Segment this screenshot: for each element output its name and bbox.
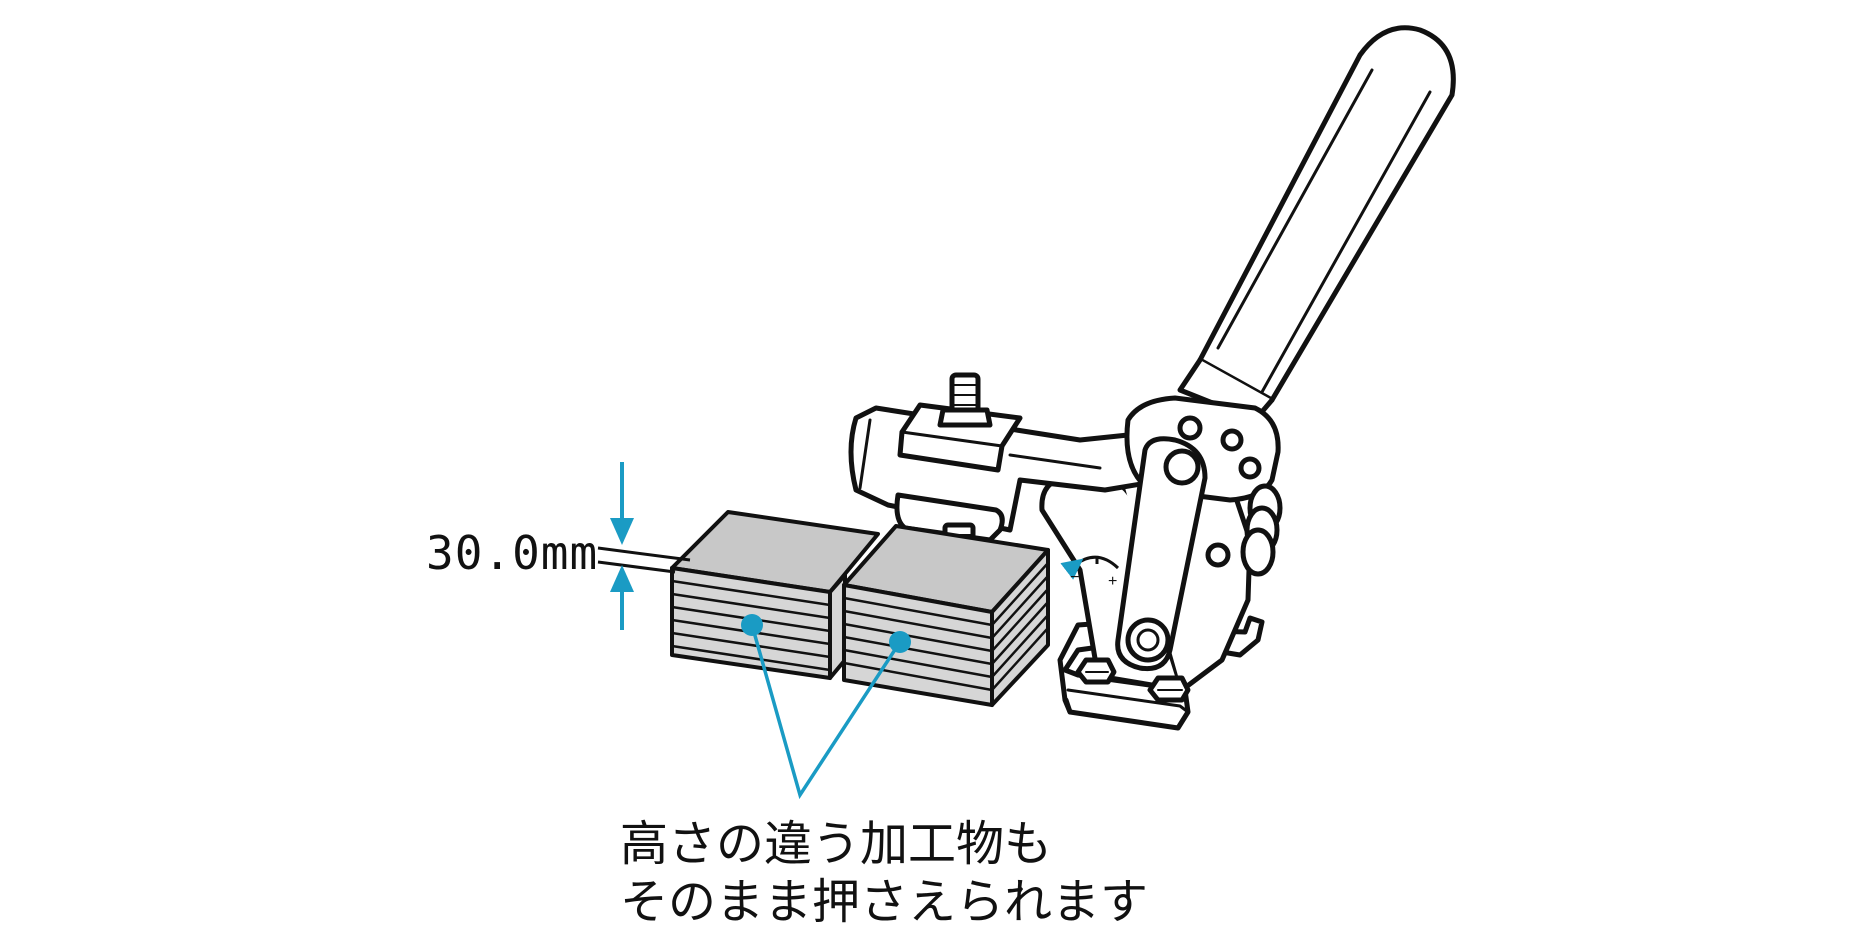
- caption-line-1: 高さの違う加工物も: [620, 816, 1053, 872]
- dimension-arrow-top-head: [610, 518, 634, 545]
- dimension-extension-upper: [597, 546, 691, 562]
- dimension-arrow-bottom-head: [610, 565, 634, 592]
- spindle-bolt-top: [937, 372, 993, 428]
- workpiece-stack-right: [842, 524, 1050, 707]
- dimension-label: 30.0mm: [426, 526, 599, 580]
- callout-dot-left: [741, 614, 763, 636]
- height-dimension: [597, 546, 691, 574]
- scale-plus-label: +: [1108, 573, 1117, 590]
- base-bolt-left: [1075, 657, 1117, 685]
- clamp-handle: [1177, 25, 1456, 423]
- base-bolt-right: [1147, 675, 1191, 703]
- caption-line-2: そのまま押さえられます: [620, 874, 1149, 930]
- callout-leaders: [750, 624, 902, 800]
- dimension-arrows: [610, 462, 634, 630]
- callout-dot-right: [889, 631, 911, 653]
- callout-leader-line: [750, 624, 902, 800]
- clamp-spring-stack: [1205, 483, 1283, 577]
- dimension-extension-lower: [597, 560, 676, 574]
- scale-minus-label: −: [1070, 569, 1079, 586]
- clamp-adjust-scale: − +: [1060, 555, 1120, 590]
- clamp-link-lever: [1115, 436, 1208, 672]
- caption: 高さの違う加工物も そのまま押さえられます: [620, 815, 1148, 931]
